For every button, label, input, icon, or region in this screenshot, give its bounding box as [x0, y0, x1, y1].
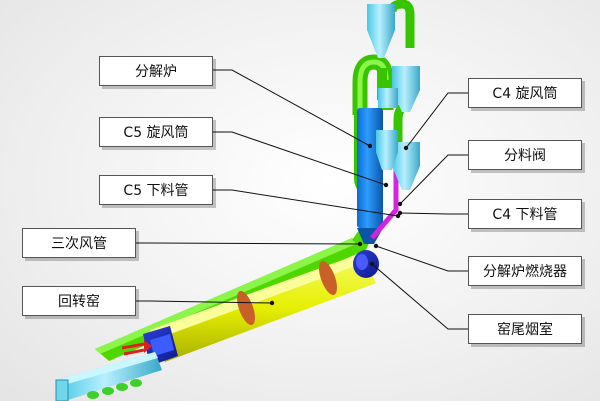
- label-kiln-inlet-chamber: 窑尾烟室: [468, 314, 582, 344]
- rotary-kiln-shape: [150, 253, 376, 362]
- cyclone-upper-shape: [378, 66, 420, 112]
- label-calciner-burner: 分解炉燃烧器: [468, 256, 582, 286]
- label-splitter-valve: 分料阀: [468, 140, 582, 170]
- label-tertiary-air-duct: 三次风管: [22, 228, 136, 258]
- c5-cyclone-shape: [376, 130, 398, 170]
- label-c5-cyclone: C5 旋风筒: [99, 117, 213, 147]
- label-c5-downpipe: C5 下料管: [99, 175, 213, 205]
- label-c4-cyclone: C4 旋风筒: [468, 78, 582, 108]
- kiln-inlet-chamber-shape: [353, 250, 379, 278]
- label-c4-downpipe: C4 下料管: [468, 199, 582, 229]
- cooler-shape: [55, 352, 162, 401]
- leader-dots: [269, 143, 409, 306]
- label-calciner: 分解炉: [99, 56, 213, 86]
- burner-flame-icon: [121, 340, 152, 356]
- c1-cyclone-shape: [367, 4, 395, 58]
- label-rotary-kiln: 回转窑: [22, 286, 136, 316]
- leader-lines: [136, 69, 468, 330]
